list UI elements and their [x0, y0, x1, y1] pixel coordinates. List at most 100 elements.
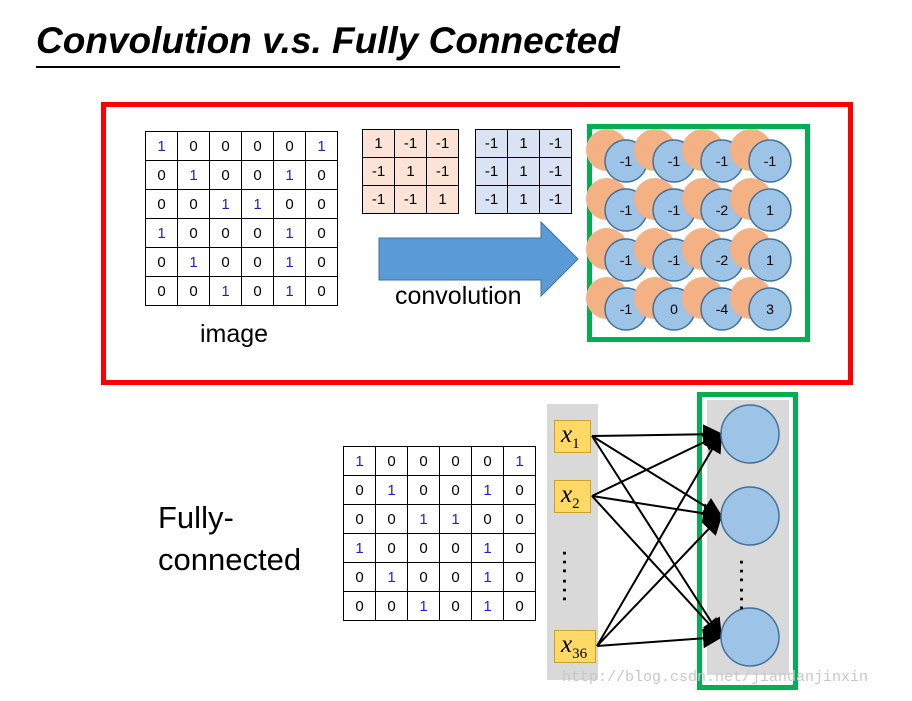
feature-value: 1: [766, 252, 774, 268]
matrix-cell: 0: [177, 218, 210, 248]
matrix-cell: 0: [305, 160, 338, 190]
convolution-arrow: [378, 220, 579, 298]
matrix-cell: 0: [305, 218, 338, 248]
input-ellipsis: ……: [557, 548, 588, 604]
feature-value: -2: [716, 252, 729, 268]
feature-value: -2: [716, 202, 729, 218]
matrix-cell: -1: [426, 129, 459, 158]
matrix-row: 1-1-1: [362, 129, 459, 158]
matrix-cell: -1: [362, 185, 395, 214]
matrix-cell: 1: [507, 157, 540, 186]
feature-value: -1: [716, 153, 729, 169]
matrix-cell: 1: [471, 475, 504, 505]
matrix-cell: 1: [209, 189, 242, 219]
feature-value: 0: [670, 301, 678, 317]
matrix-cell: 1: [343, 533, 376, 563]
matrix-cell: 0: [375, 446, 408, 476]
matrix-cell: -1: [475, 185, 508, 214]
feature-value: -1: [668, 252, 681, 268]
matrix-cell: -1: [475, 157, 508, 186]
matrix-cell: 0: [471, 504, 504, 534]
output-neuron: [720, 404, 780, 464]
matrix-cell: 1: [241, 189, 274, 219]
feature-map-frame: [587, 124, 810, 342]
feature-value: -4: [716, 301, 729, 317]
matrix-cell: 0: [305, 189, 338, 219]
feature-value: -1: [620, 153, 633, 169]
matrix-cell: 1: [471, 562, 504, 592]
feature-neuron: [748, 139, 792, 183]
connection-edge: [591, 435, 723, 639]
feature-value: -1: [764, 153, 777, 169]
matrix-cell: 0: [145, 276, 178, 306]
feature-value: -1: [668, 202, 681, 218]
feature-value: 1: [766, 202, 774, 218]
matrix-cell: 0: [305, 276, 338, 306]
connection-edge: [591, 435, 723, 518]
feature-neuron: [748, 238, 792, 282]
matrix-cell: -1: [539, 185, 572, 214]
output-neuron: [720, 607, 780, 667]
input-x1: x1: [554, 420, 591, 453]
connection-edge: [591, 495, 723, 524]
matrix-cell: 1: [407, 504, 440, 534]
matrix-cell: 1: [507, 129, 540, 158]
matrix-cell: -1: [539, 157, 572, 186]
matrix-cell: 0: [503, 591, 536, 621]
input-x2: x2: [554, 480, 591, 513]
feature-value: -1: [620, 301, 633, 317]
output-neuron: [720, 486, 780, 546]
watermark: http://blog.csdn.net/jiandanjinxin: [562, 669, 869, 686]
feature-value: -1: [620, 202, 633, 218]
matrix-cell: 0: [439, 591, 472, 621]
feature-neuron: [748, 188, 792, 232]
fully-connected-label-line2: connected: [158, 542, 302, 577]
matrix-cell: 0: [273, 131, 306, 161]
matrix-cell: 1: [145, 218, 178, 248]
matrix-cell: 1: [362, 129, 395, 158]
output-frame: [697, 392, 798, 690]
matrix-cell: 1: [273, 247, 306, 277]
output-ellipsis: ……: [734, 557, 765, 613]
connection-edge: [596, 432, 723, 647]
matrix-cell: 0: [209, 218, 242, 248]
matrix-cell: 1: [507, 185, 540, 214]
fully-connected-label-line1: Fully-: [158, 500, 234, 535]
matrix-cell: 0: [375, 591, 408, 621]
matrix-cell: 0: [503, 562, 536, 592]
matrix-cell: -1: [426, 157, 459, 186]
connection-edge: [591, 432, 723, 497]
matrix-cell: -1: [394, 129, 427, 158]
matrix-cell: 0: [241, 276, 274, 306]
matrix-cell: 0: [503, 475, 536, 505]
input-x36: x36: [554, 630, 596, 663]
matrix-cell: -1: [539, 129, 572, 158]
matrix-cell: 0: [407, 533, 440, 563]
matrix-cell: 0: [503, 504, 536, 534]
matrix-cell: 0: [273, 189, 306, 219]
matrix-cell: 0: [177, 276, 210, 306]
connection-edge: [596, 628, 723, 649]
matrix-cell: 1: [343, 446, 376, 476]
feature-neuron: [748, 287, 792, 331]
convolution-frame: [101, 102, 853, 385]
matrix-cell: 1: [426, 185, 459, 214]
connection-edge: [591, 424, 723, 445]
